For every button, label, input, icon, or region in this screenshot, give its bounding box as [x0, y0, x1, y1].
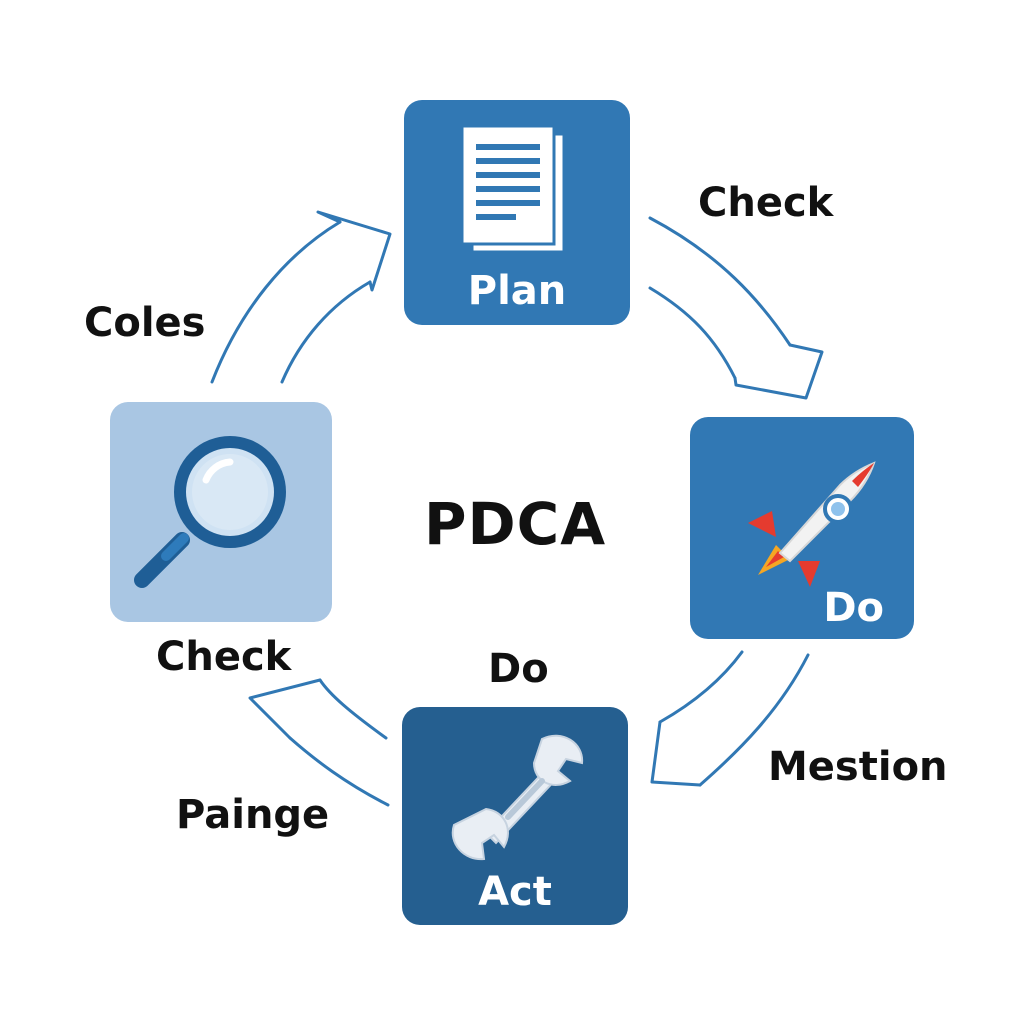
label-top-left: Coles [84, 300, 206, 346]
arrow-check-to-plan [210, 220, 342, 384]
act-label: Act [478, 869, 552, 915]
do-box: Do [690, 417, 914, 639]
label-bottom-left: Painge [176, 792, 330, 838]
check-box [110, 402, 332, 622]
label-bottom-center: Do [488, 646, 549, 692]
wrench-icon [451, 734, 584, 861]
do-label: Do [823, 585, 884, 631]
diagram-title: PDCA [424, 490, 607, 558]
arrow-plan-to-do [648, 216, 792, 347]
label-bottom-right: Mestion [768, 744, 948, 790]
arrow-act-to-check [318, 678, 388, 740]
plan-box: Plan [404, 100, 630, 325]
arrow-do-to-act [698, 653, 810, 787]
magnifier-icon [134, 436, 286, 588]
document-icon [460, 124, 566, 254]
label-top-right: Check [698, 180, 834, 226]
act-box: Act [402, 707, 628, 925]
rocket-icon [748, 461, 876, 587]
plan-label: Plan [467, 268, 567, 314]
label-left: Check [156, 634, 292, 680]
